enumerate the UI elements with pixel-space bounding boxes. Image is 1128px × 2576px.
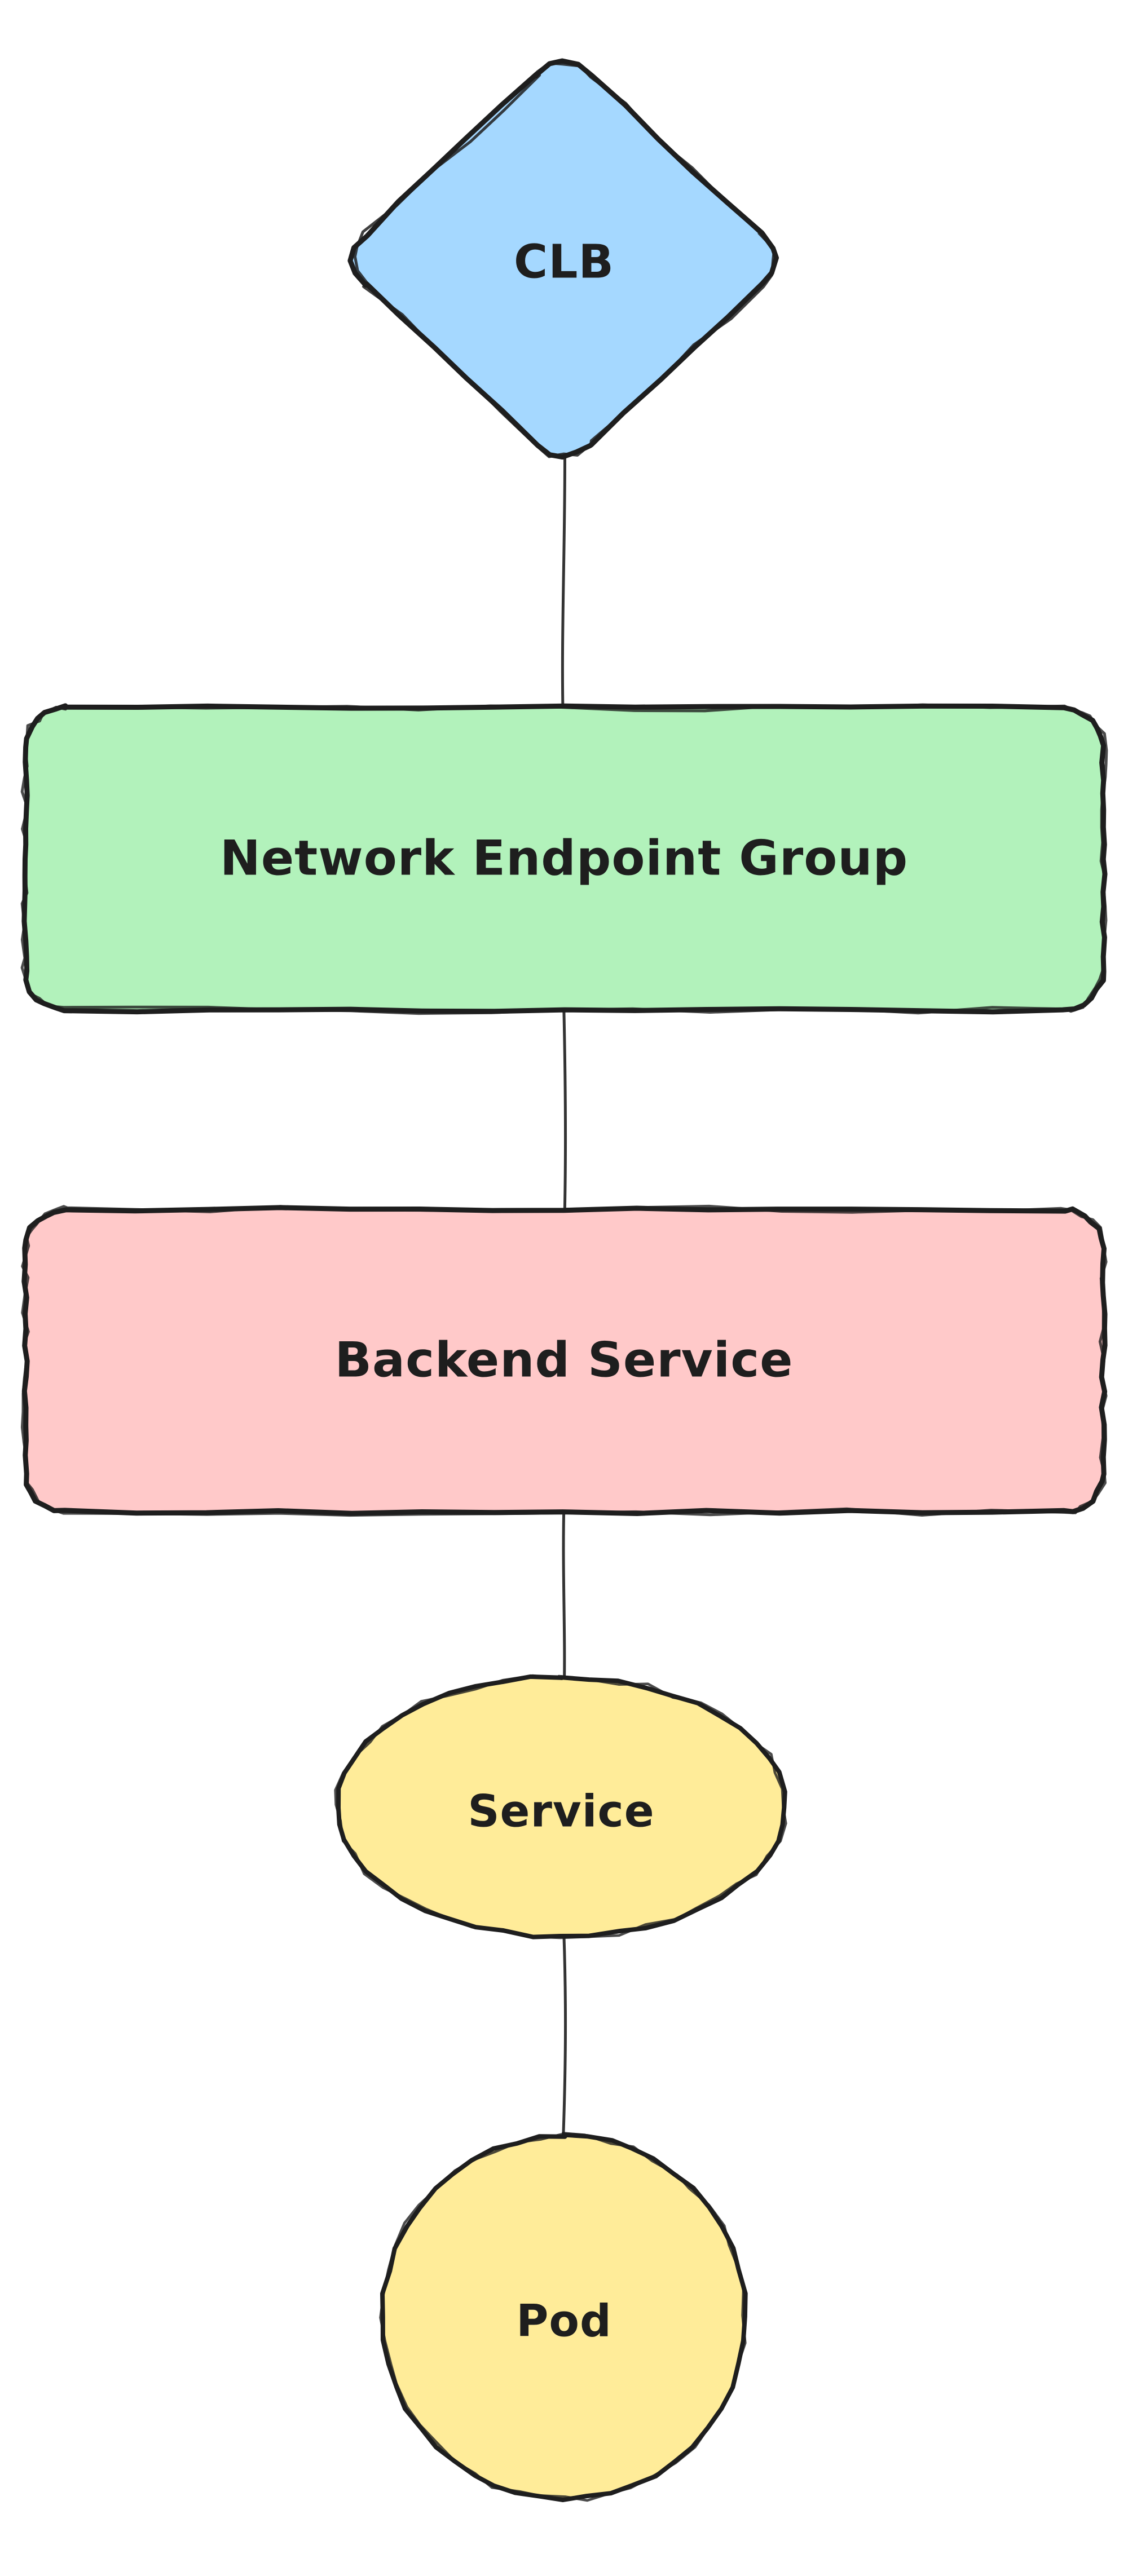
clb-shape-outline-sketch: [353, 61, 776, 458]
node-clb[interactable]: CLB: [347, 58, 779, 460]
node-pod[interactable]: Pod: [379, 2132, 748, 2503]
neg-shape-fill: [25, 708, 1103, 1010]
pod-shape-outline-sketch: [379, 2132, 747, 2502]
clb-label: CLB: [514, 235, 614, 289]
service-label: Service: [468, 1786, 654, 1837]
edge-neg-to-backend-service: [562, 997, 567, 1222]
edge-clb-to-neg: [561, 456, 566, 721]
pod-shape-outline: [380, 2132, 748, 2503]
backend-service-shape-fill: [25, 1209, 1103, 1512]
edge-backend-service-to-service: [562, 1499, 566, 1699]
node-backend-service[interactable]: Backend Service: [20, 1204, 1108, 1517]
service-shape-fill: [337, 1677, 786, 1937]
node-service[interactable]: Service: [334, 1674, 787, 1939]
clb-shape-fill: [352, 62, 776, 457]
service-shape-outline-sketch: [334, 1674, 787, 1939]
pod-shape-fill: [382, 2136, 746, 2499]
neg-label: Network Endpoint Group: [220, 830, 908, 886]
edge-layer: [561, 456, 567, 2150]
backend-service-label: Backend Service: [334, 1332, 793, 1388]
pod-label: Pod: [516, 2296, 612, 2347]
edge-service-to-pod: [561, 1924, 567, 2150]
backend-service-shape-outline-sketch: [20, 1204, 1108, 1517]
neg-shape-outline-sketch: [20, 703, 1108, 1015]
node-network-endpoint-group[interactable]: Network Endpoint Group: [20, 703, 1108, 1015]
